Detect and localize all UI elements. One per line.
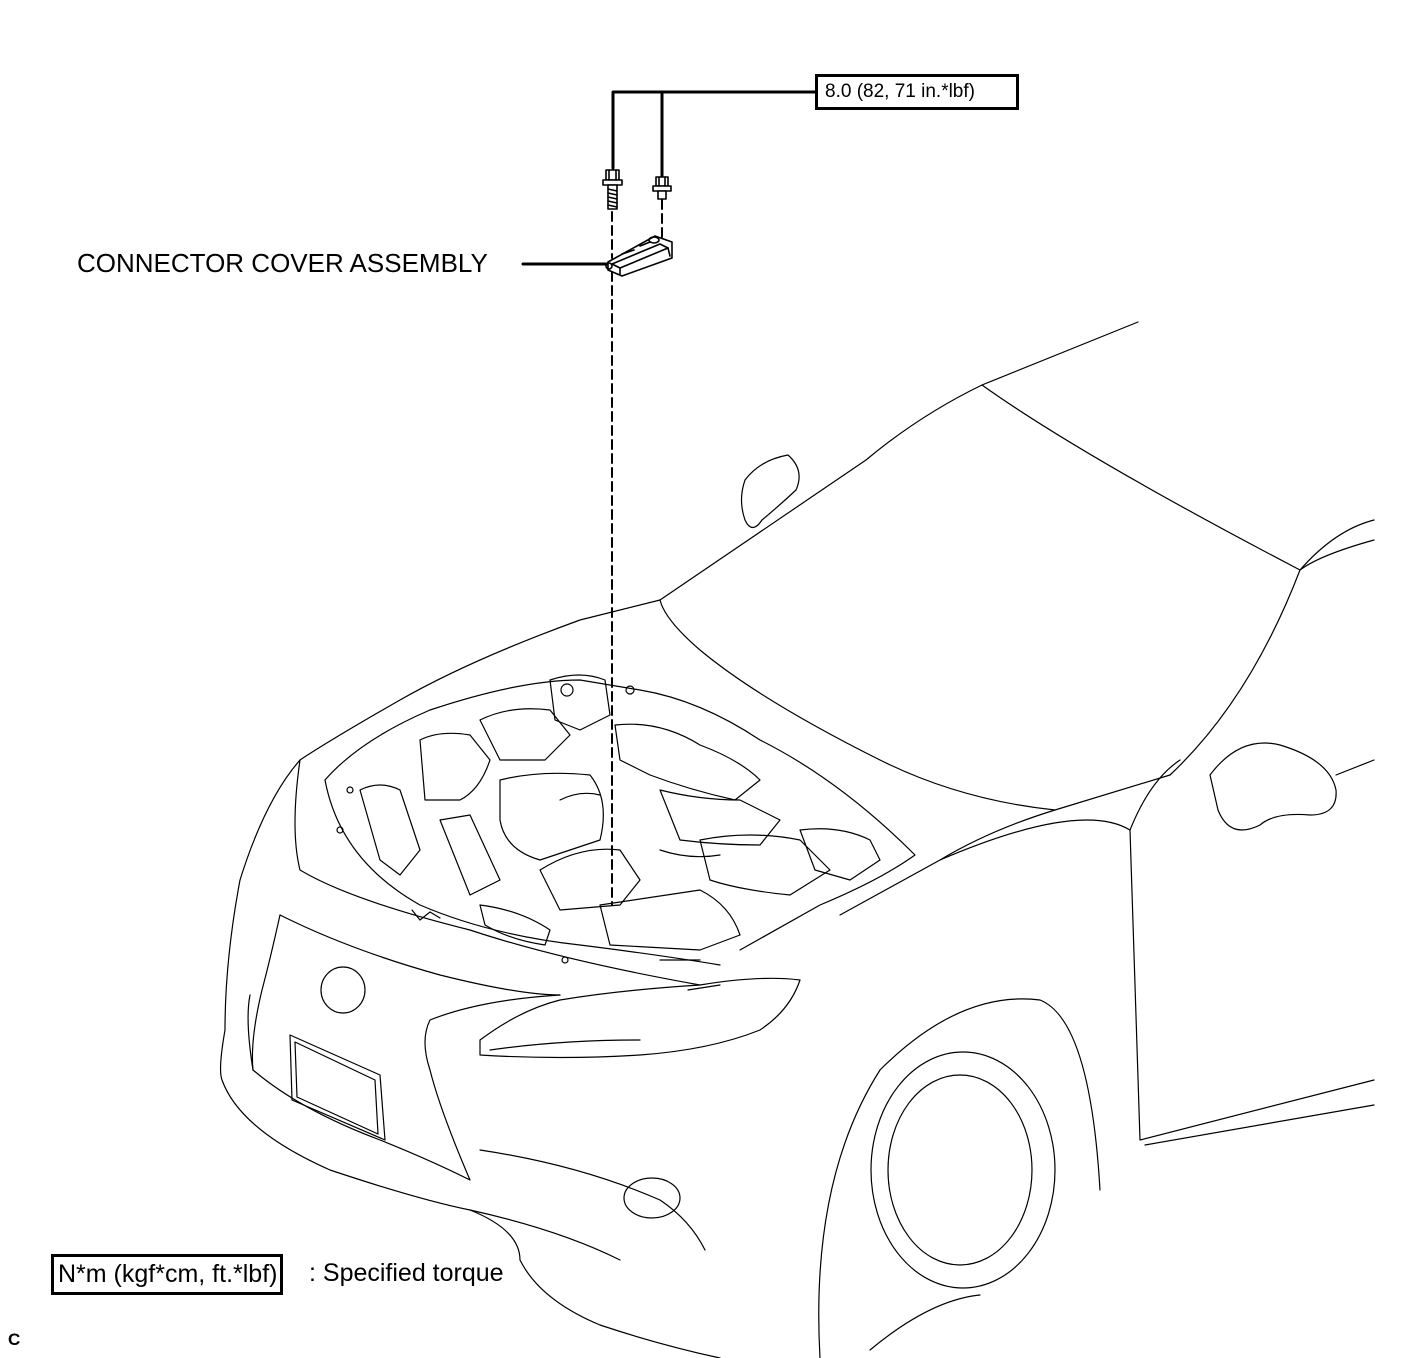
engine-components [336, 674, 881, 964]
hood-left-edge [299, 599, 661, 761]
mirror-right [1209, 742, 1337, 831]
torque-leader-lines [611, 90, 817, 178]
part-label: CONNECTOR COVER ASSEMBLY [77, 248, 488, 278]
connector-cover-icon [605, 235, 673, 277]
hood-top-edge [659, 599, 1171, 811]
legend-description: : Specified torque [309, 1259, 504, 1287]
cowl [839, 809, 1056, 916]
grille-outline [251, 914, 561, 1181]
license-plate [289, 1034, 386, 1141]
a-pillar-right [1299, 519, 1375, 571]
front-wheel [870, 1051, 1056, 1289]
bumper-outline [219, 759, 721, 1358]
bolt-icon [652, 176, 672, 200]
front-fender [939, 819, 1375, 1141]
fog-light [623, 1177, 681, 1219]
windshield-top [659, 384, 983, 601]
wheel-arch [818, 998, 1101, 1358]
installation-guide-lines [611, 199, 663, 906]
roof-line [981, 321, 1139, 386]
legend-unit-box: N*m (kgf*cm, ft.*lbf) [51, 1254, 284, 1295]
mirror-left [740, 454, 800, 529]
corner-code: C [8, 1330, 21, 1349]
headlight [479, 977, 801, 1059]
emblem [320, 966, 366, 1014]
torque-callout: 8.0 (82, 71 in.*lbf) [815, 74, 1019, 110]
bolt-icon [602, 169, 623, 210]
windshield-right [981, 384, 1301, 571]
vehicle-front-illustration [219, 321, 1375, 1358]
engine-bay-edge [324, 679, 916, 951]
